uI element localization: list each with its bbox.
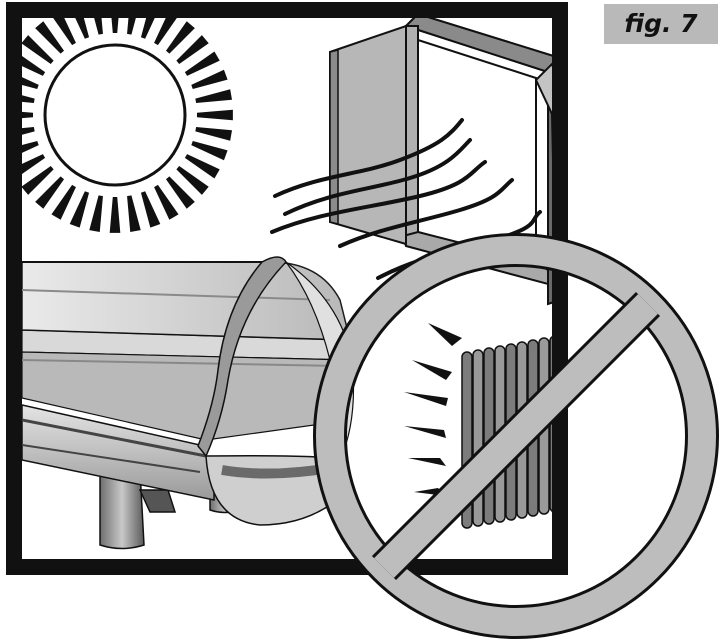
figure-label: fig. 7	[604, 4, 718, 44]
heat-rays	[404, 323, 462, 496]
figure-number-label: fig. 7	[604, 4, 718, 44]
refrigerated-display-case	[22, 257, 354, 549]
sun-icon	[0, 0, 233, 233]
